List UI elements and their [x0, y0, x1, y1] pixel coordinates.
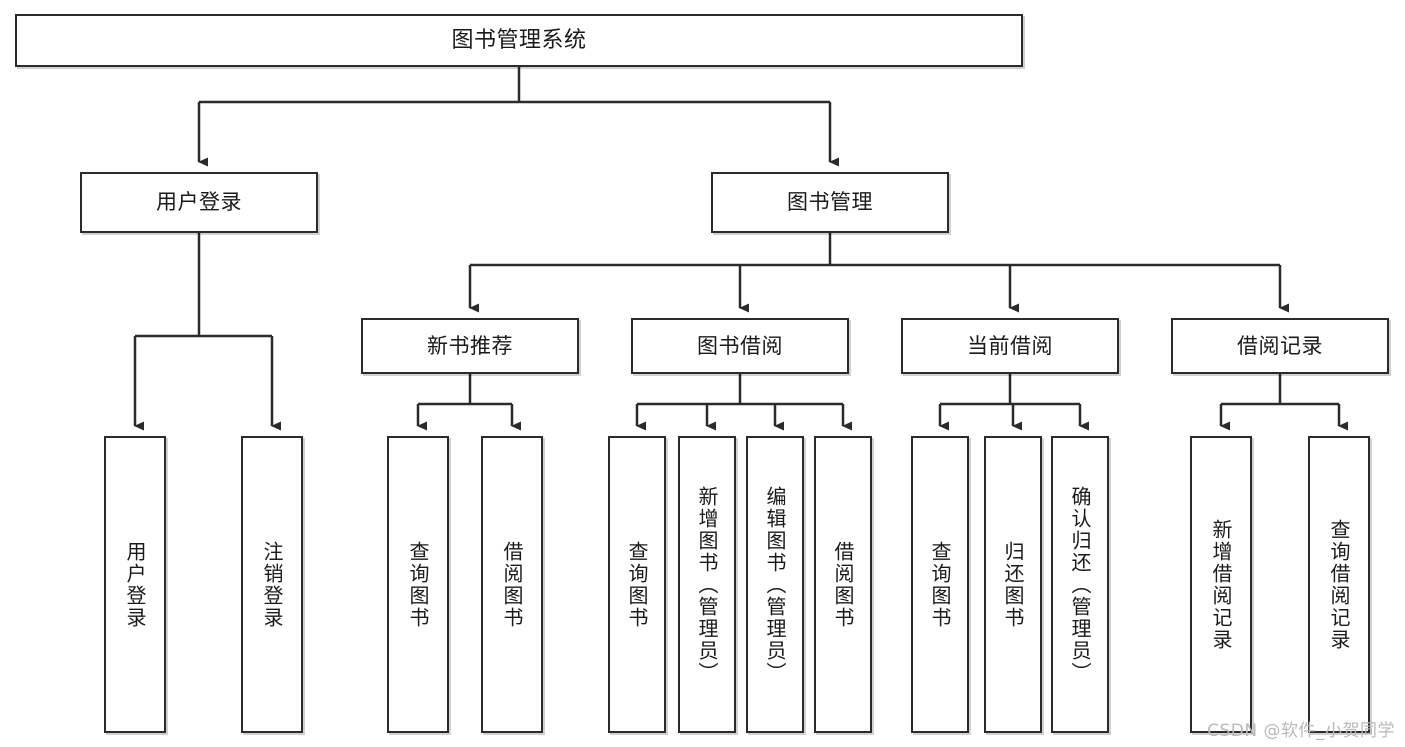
node-label: 新增借阅记录 [1209, 518, 1233, 651]
node-label: 查询图书 [406, 540, 430, 629]
node-label: 查询图书 [625, 540, 649, 629]
node-label: 新书推荐 [427, 333, 513, 358]
node-label: 用户登录 [123, 540, 147, 629]
node-label: 图书管理 [787, 190, 873, 215]
node-leaf-logout[interactable]: 注销登录 [241, 436, 303, 733]
node-book-manage[interactable]: 图书管理 [711, 172, 949, 233]
node-current-borrow[interactable]: 当前借阅 [901, 318, 1119, 374]
node-leaf-confirm-return[interactable]: 确认归还（管理员） [1051, 436, 1109, 733]
node-leaf-edit-book[interactable]: 编辑图书（管理员） [746, 436, 804, 733]
node-leaf-query-book-2[interactable]: 查询图书 [608, 436, 666, 733]
node-leaf-query-book-1[interactable]: 查询图书 [387, 436, 449, 733]
node-label: 查询图书 [928, 540, 952, 629]
node-leaf-borrow-book-2[interactable]: 借阅图书 [814, 436, 872, 733]
node-label: 当前借阅 [967, 333, 1053, 358]
node-borrow-record[interactable]: 借阅记录 [1171, 318, 1389, 374]
node-leaf-query-record[interactable]: 查询借阅记录 [1308, 436, 1370, 733]
node-leaf-user-login[interactable]: 用户登录 [104, 436, 166, 733]
node-label: 查询借阅记录 [1327, 518, 1351, 651]
node-root[interactable]: 图书管理系统 [15, 14, 1023, 67]
node-label: 借阅记录 [1237, 333, 1323, 358]
node-label: 借阅图书 [500, 540, 524, 629]
node-label: 编辑图书（管理员） [763, 485, 787, 684]
node-label: 图书管理系统 [451, 27, 587, 53]
node-book-borrow[interactable]: 图书借阅 [631, 318, 849, 374]
node-label: 新增图书（管理员） [695, 485, 719, 684]
node-label: 确认归还（管理员） [1068, 485, 1092, 684]
node-leaf-return-book[interactable]: 归还图书 [984, 436, 1042, 733]
connector-lines [133, 67, 1348, 431]
node-label: 借阅图书 [831, 540, 855, 629]
node-user-login[interactable]: 用户登录 [80, 172, 318, 233]
node-leaf-add-book[interactable]: 新增图书（管理员） [678, 436, 736, 733]
node-leaf-query-book-3[interactable]: 查询图书 [911, 436, 969, 733]
node-leaf-borrow-book-1[interactable]: 借阅图书 [481, 436, 543, 733]
node-label: 图书借阅 [697, 333, 783, 358]
node-label: 注销登录 [260, 540, 284, 629]
node-leaf-add-record[interactable]: 新增借阅记录 [1190, 436, 1252, 733]
node-label: 用户登录 [156, 190, 242, 215]
node-label: 归还图书 [1001, 540, 1025, 629]
node-new-book-recommend[interactable]: 新书推荐 [361, 318, 579, 374]
